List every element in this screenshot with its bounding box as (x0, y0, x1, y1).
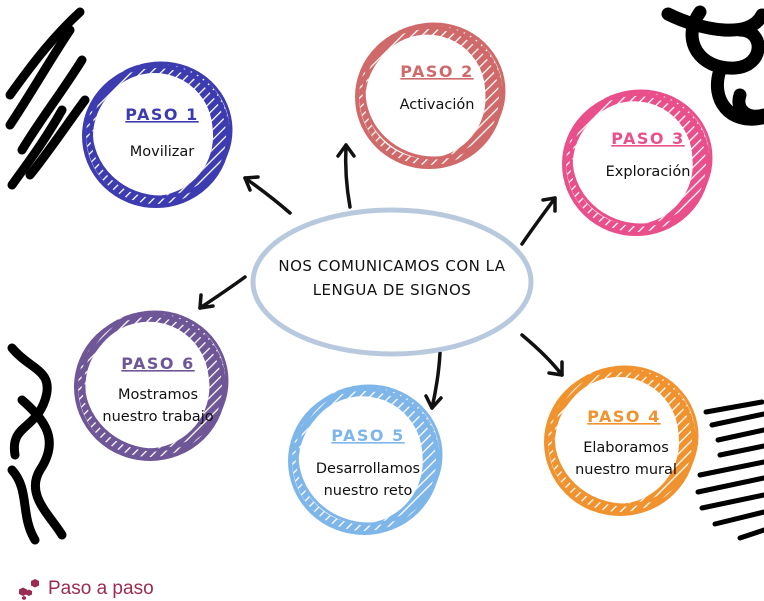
step-4-inner (558, 377, 679, 497)
step-2-node: PASO 2 Activación (355, 22, 506, 169)
step-1-outline (82, 64, 230, 208)
decorative-scribbles (5, 5, 764, 545)
step-6-outline (74, 313, 226, 461)
step-3-line-1: Exploración (606, 164, 691, 180)
step-1-line-1: Movilizar (130, 144, 195, 160)
step-1-circle (82, 61, 233, 208)
step-4-title: PASO 4 (587, 407, 660, 426)
step-3-circle (562, 89, 713, 236)
step-2-inner (369, 34, 486, 151)
step-5-circle (288, 384, 443, 535)
step-6-line-2: nuestro trabajo (102, 409, 213, 425)
step-1-node: PASO 1 Movilizar (82, 61, 233, 208)
step-2-line-1: Activación (400, 97, 475, 113)
step-2-outline (362, 22, 506, 160)
step-5-outline (295, 384, 443, 526)
step-2-circle (355, 22, 506, 169)
scribble-bottom-left (7, 343, 67, 545)
step-4-line-2: nuestro mural (575, 462, 677, 478)
step-4-outline (544, 368, 696, 516)
step-4-node: PASO 4 Elaboramos nuestro mural (544, 365, 699, 516)
caption-text: Paso a paso (48, 578, 154, 599)
step-6-title: PASO 6 (121, 354, 194, 373)
step-6-outline (81, 310, 229, 452)
scribble-top-right (661, 5, 764, 126)
caption: Paso a paso (18, 578, 154, 600)
step-1-title: PASO 1 (125, 105, 198, 124)
step-2-outline (355, 25, 503, 169)
step-3-inner (576, 101, 693, 218)
arrow-to-step-1 (243, 175, 292, 215)
step-5-line-2: nuestro reto (324, 483, 413, 499)
step-4-circle (544, 365, 699, 516)
hexagon-cluster-icon (19, 579, 39, 600)
step-3-title: PASO 3 (611, 129, 684, 148)
step-5-line-1: Desarrollamos (316, 461, 420, 477)
arrow-to-step-2 (336, 143, 356, 209)
arrow-to-step-5 (424, 351, 443, 410)
step-1-outline (89, 61, 233, 199)
step-6-line-1: Mostramos (118, 387, 198, 403)
step-5-title: PASO 5 (331, 426, 404, 445)
step-5-node: PASO 5 Desarrollamos nuestro reto (288, 384, 443, 535)
step-3-outline (569, 89, 713, 227)
arrow-to-step-3 (520, 196, 557, 246)
step-4-outline (551, 365, 699, 507)
step-6-inner (88, 321, 209, 442)
step-3-node: PASO 3 Exploración (562, 89, 713, 236)
step-5-outline (288, 387, 440, 535)
center-node: NOS COMUNICAMOS CON LA LENGUA DE SIGNOS (250, 207, 534, 357)
step-5-inner (302, 396, 423, 517)
arrow-to-step-6 (198, 275, 247, 310)
connector-arrows (198, 143, 564, 410)
center-text-line-1: NOS COMUNICAMOS CON LA (278, 257, 505, 275)
center-oval (250, 207, 534, 357)
step-3-outline (562, 92, 710, 236)
step-6-circle (74, 310, 229, 461)
arrow-to-step-4 (520, 333, 564, 377)
step-1-inner (96, 73, 213, 189)
center-text-line-2: LENGUA DE SIGNOS (313, 281, 472, 299)
step-4-line-1: Elaboramos (583, 440, 669, 456)
scribble-bottom-right (695, 399, 764, 541)
step-6-node: PASO 6 Mostramos nuestro trabajo (74, 310, 229, 461)
scribble-top-left (5, 7, 90, 190)
step-2-title: PASO 2 (400, 62, 473, 81)
